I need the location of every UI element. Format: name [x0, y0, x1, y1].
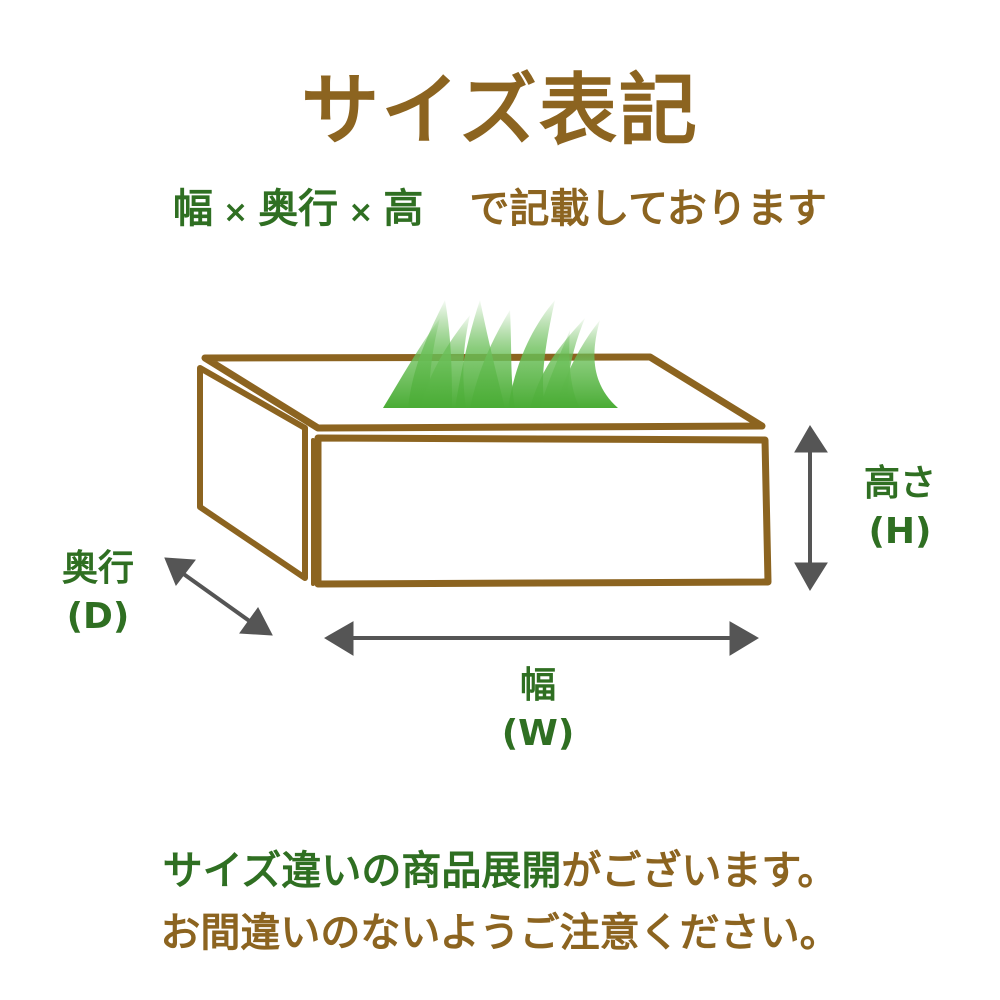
- notice-highlight: サイズ違いの商品展開: [162, 848, 562, 894]
- height-label-code: (H): [868, 511, 932, 552]
- width-label-code: (W): [501, 713, 575, 754]
- subtitle-suffix: で記載しております: [469, 186, 827, 232]
- height-label-text: 高さ: [863, 463, 936, 504]
- subtitle-height: 高: [383, 186, 424, 232]
- height-label: 高さ (H): [840, 460, 960, 556]
- subtitle: 幅 × 奥行 × 高で記載しております: [0, 176, 1000, 234]
- height-arrow-icon: [794, 425, 828, 591]
- width-label: 幅 (W): [478, 662, 598, 758]
- depth-label-text: 奥行: [61, 548, 134, 589]
- notice-rest: がございます。: [561, 848, 838, 894]
- notice-line-2: お間違いのないようご注意ください。: [160, 910, 840, 956]
- grass-icon: [383, 300, 618, 408]
- times-sign: ×: [348, 195, 374, 230]
- subtitle-depth: 奥行: [258, 186, 339, 232]
- depth-arrow-icon: [164, 557, 273, 636]
- width-arrow-icon: [324, 621, 759, 656]
- subtitle-width: 幅: [173, 186, 214, 232]
- depth-label-code: (D): [66, 596, 130, 637]
- notice-line-1: サイズ違いの商品展開がございます。: [0, 838, 1000, 896]
- width-label-text: 幅: [519, 665, 556, 706]
- page-title: サイズ表記: [301, 66, 699, 156]
- depth-label: 奥行 (D): [38, 545, 158, 641]
- times-sign: ×: [223, 195, 249, 230]
